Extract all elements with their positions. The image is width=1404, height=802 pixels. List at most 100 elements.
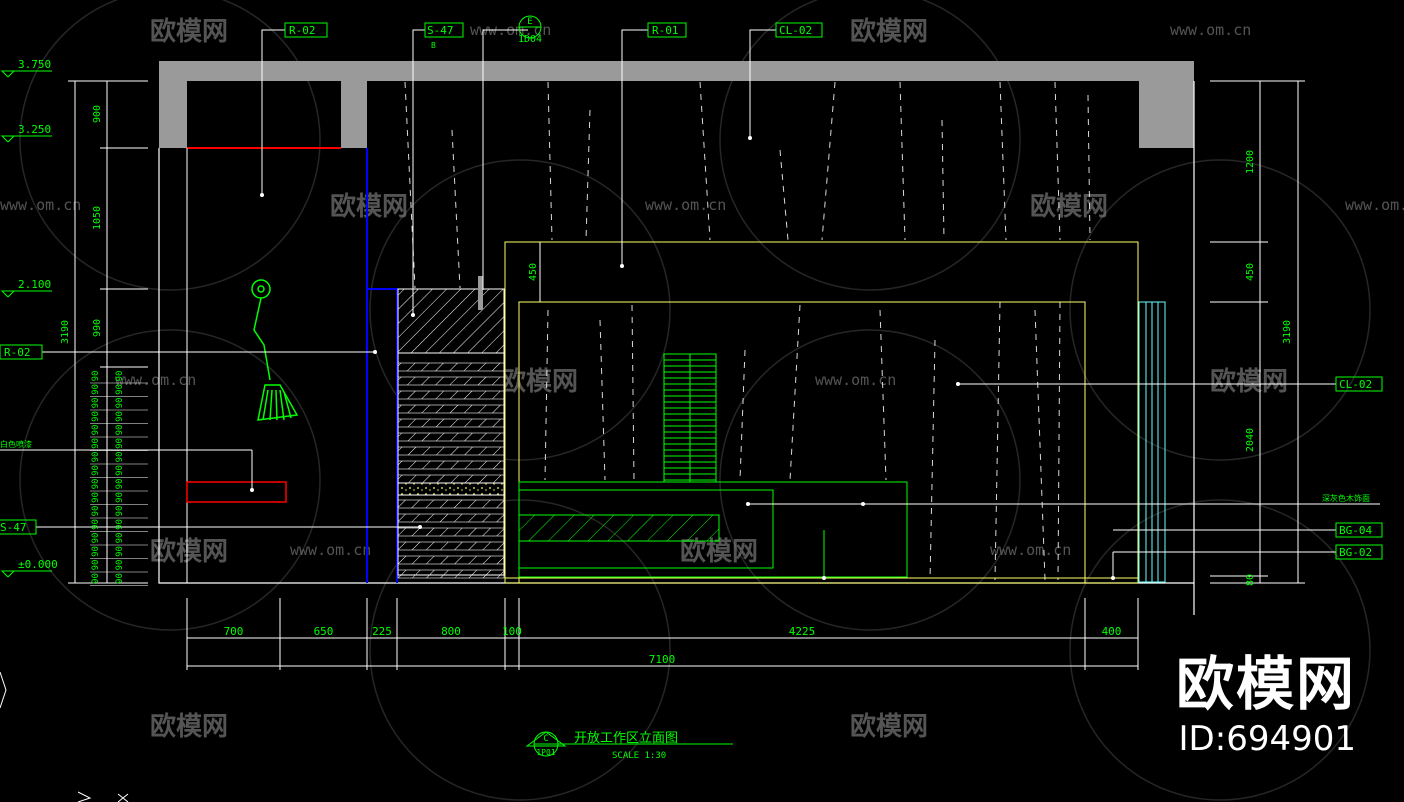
watermark-logo: 欧模网: [150, 536, 228, 567]
left-stack-dimension: 90: [91, 546, 101, 557]
left-stack-dimension: 90: [91, 398, 101, 409]
bottom-dimension: 225: [372, 625, 392, 638]
level-marker: [0, 135, 16, 143]
tag-cl02-top: CL-02: [779, 24, 812, 37]
stair-tread: [397, 362, 505, 372]
left-stack-dimension: 90: [115, 492, 125, 503]
material-tags: R-02 S-47 B R-01 CL-02 R-02 S-47 CL-02 B…: [0, 22, 1383, 560]
watermark-site: www.om.cn: [815, 371, 896, 389]
level-label: 3.750: [18, 58, 51, 71]
watermark-logo: 欧模网: [500, 366, 578, 397]
right-dimension-lines: [539, 80, 1305, 584]
tag-s47-note: B: [431, 41, 436, 50]
reception-desk: [518, 481, 908, 578]
watermark-logo: 欧模网: [1030, 191, 1108, 222]
left-dimension: 900: [92, 105, 103, 123]
left-stack-dimension: 90: [115, 438, 125, 449]
watermark-logo: 欧模网: [330, 191, 408, 222]
left-stack-dimension: 90: [91, 492, 101, 503]
left-stack-dimension: 90: [91, 452, 101, 463]
bottom-dimension: 700: [224, 625, 244, 638]
level-marker: [0, 290, 16, 298]
stair-tread: [397, 541, 505, 551]
left-stack-dimension: 90: [115, 452, 125, 463]
left-stack-dimension: 90: [91, 479, 101, 490]
watermark-layer: [19, 0, 1371, 801]
left-stack-dimension: 90: [115, 465, 125, 476]
left-stack-dimension: 90: [91, 438, 101, 449]
inner-dimension: 450: [528, 263, 539, 281]
bottom-total-dimension: 7100: [649, 653, 676, 666]
pendant-lamp: [251, 279, 299, 421]
left-stack-dimension: 90: [115, 533, 125, 544]
left-stack-dimension: 90: [115, 479, 125, 490]
left-dimension: 990: [92, 319, 103, 337]
tag-bg04: BG-04: [1339, 524, 1372, 537]
drawing-scale: SCALE 1:30: [612, 751, 666, 761]
watermark-logo: 欧模网: [850, 711, 928, 742]
left-stack-dimension: 90: [91, 506, 101, 517]
left-stack-dimension: 90: [91, 371, 101, 382]
bottom-dimension-texts: 700 650 225 800 100 4225 400: [224, 625, 1122, 638]
left-stack-dimension: 90: [115, 384, 125, 395]
left-stack-dimension: 90: [115, 425, 125, 436]
bottom-ticks: [186, 598, 1139, 670]
bottom-dimension: 4225: [789, 625, 816, 638]
stair-tread: [397, 432, 505, 442]
stair-tread: [397, 446, 505, 456]
left-stack-dimension: 90: [91, 384, 101, 395]
watermark-site: www.om.cn: [290, 541, 371, 559]
watermark-site: www.om.cn: [1345, 196, 1404, 214]
watermark-logo: 欧模网: [850, 16, 928, 47]
watermark-site: www.om.cn: [0, 196, 81, 214]
level-label: ±0.000: [18, 558, 58, 571]
right-dimension: 80: [1245, 574, 1256, 586]
leader-lines: [0, 29, 1380, 578]
watermark-site: www.om.cn: [1170, 21, 1251, 39]
left-stack-dimension: 90: [91, 560, 101, 571]
tag-cl02-right: CL-02: [1339, 378, 1372, 391]
brand-id-text: ID:694901: [1178, 719, 1356, 759]
left-stack-dimension: 90: [91, 533, 101, 544]
watermark-site: www.om.cn: [115, 371, 196, 389]
stair-tread: [397, 527, 505, 537]
wood-grain-lines: [404, 81, 1091, 581]
level-label: 3.250: [18, 123, 51, 136]
left-stack-dimension: 90: [115, 506, 125, 517]
bottom-dimension: 800: [441, 625, 461, 638]
stair-tread: [397, 555, 505, 565]
blue-column: [366, 148, 398, 583]
watermark-site: www.om.cn: [990, 541, 1071, 559]
bottom-dimension-lines: [187, 637, 1138, 667]
right-dimension: 1200: [1245, 150, 1256, 174]
title-bubble-bottom: 1P01: [536, 748, 555, 757]
level-marker: [0, 70, 16, 78]
ceiling-beam: [159, 61, 1194, 148]
left-stack-dimension: 90: [115, 398, 125, 409]
stair-tread: [397, 404, 505, 414]
note-right-small: 深灰色木饰面: [1322, 493, 1370, 503]
stair-tread: [397, 513, 505, 523]
watermark-logo: 欧模网: [150, 711, 228, 742]
tag-s47-top: S-47: [427, 24, 454, 37]
corner-marks: [0, 671, 129, 802]
bottom-dimension: 650: [314, 625, 334, 638]
left-stack-dimension: 90: [91, 411, 101, 422]
watermark-site: www.om.cn: [645, 196, 726, 214]
watermark-logo: 欧模网: [150, 16, 228, 47]
leader-dots: [250, 136, 1115, 580]
bottom-dimension: 400: [1102, 625, 1122, 638]
tag-r02-top: R-02: [289, 24, 316, 37]
drawing-title: 开放工作区立面图: [574, 731, 678, 746]
left-dimension: 3190: [60, 320, 71, 344]
stair-tread: [397, 499, 505, 509]
bottom-dimension: 100: [502, 625, 522, 638]
note-left-small: 白色喷漆: [0, 439, 32, 449]
shelf-ladder: [663, 353, 717, 483]
wall-panel-frames: [504, 241, 1139, 584]
